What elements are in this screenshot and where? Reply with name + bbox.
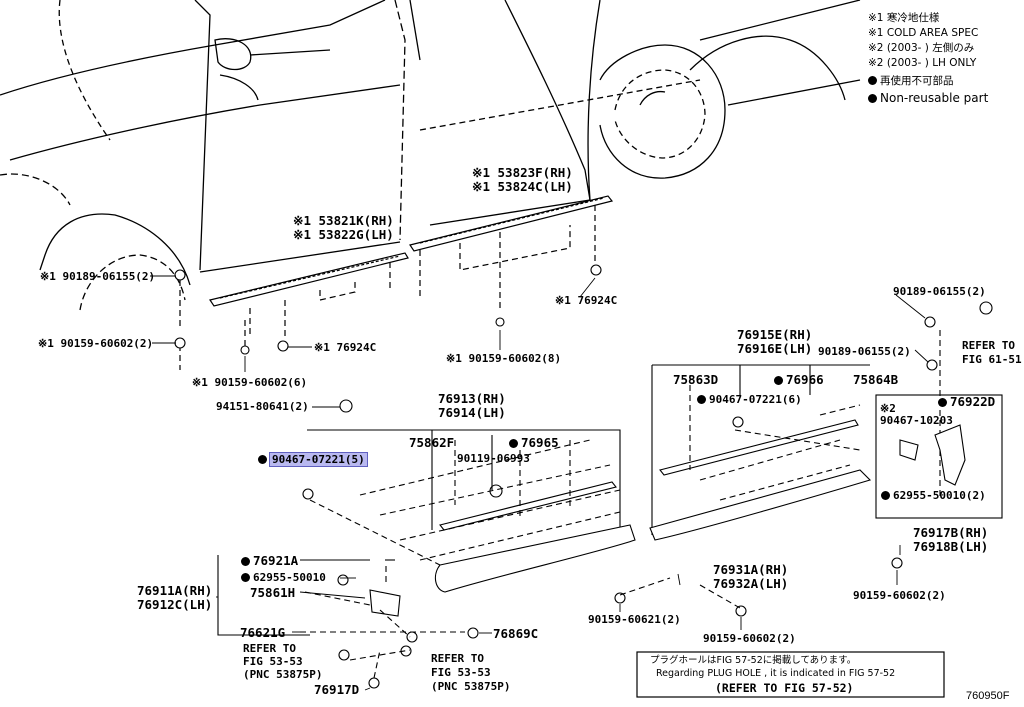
- part-75864b[interactable]: 75864B: [853, 372, 899, 387]
- part-62955-one-text: 62955-50010: [253, 571, 326, 584]
- upper-mouldings: [179, 195, 614, 370]
- nonreusable-dot-icon: [241, 557, 250, 566]
- plug-note-ref[interactable]: (REFER TO FIG 57-52): [715, 681, 854, 695]
- plug-note-jp: プラグホールはFIG 57-52に掲載してあります。: [650, 655, 857, 666]
- part-53823f[interactable]: ※1 53823F(RH): [472, 165, 573, 180]
- part-76966-text: 76966: [786, 372, 824, 387]
- part-90119[interactable]: 90119-06993: [457, 452, 530, 465]
- part-75863d[interactable]: 75863D: [673, 372, 719, 387]
- nonreusable-dot-icon: [258, 455, 267, 464]
- nonreusable-dot-icon: [509, 439, 518, 448]
- leader-lines: [150, 275, 929, 691]
- legend-nonreuse-en: Non-reusable part: [868, 92, 988, 105]
- nonreusable-dot-icon: [881, 491, 890, 500]
- bullet-icon: [868, 76, 877, 85]
- car-body-outline: [0, 0, 861, 311]
- part-76924c-a[interactable]: ※1 76924C: [314, 341, 377, 354]
- part-90159-left[interactable]: ※1 90159-60602(2): [38, 337, 154, 350]
- part-90467-5-text: 90467-07221(5): [269, 452, 368, 467]
- part-90159-right[interactable]: 90159-60602(2): [853, 589, 946, 602]
- figure-code: 760950F: [966, 690, 1010, 702]
- part-76922d-text: 76922D: [950, 394, 996, 409]
- part-76965-text: 76965: [521, 435, 559, 450]
- part-90467-6[interactable]: 90467-07221(6): [697, 393, 802, 406]
- part-76916e[interactable]: 76916E(LH): [737, 341, 813, 356]
- part-76917b[interactable]: 76917B(RH): [913, 525, 989, 540]
- legend-lh-jp: ※2 (2003- ) 左側のみ: [868, 42, 975, 54]
- part-76965[interactable]: 76965: [509, 436, 559, 449]
- part-76922d[interactable]: 76922D: [938, 395, 995, 408]
- part-90159-8[interactable]: ※1 90159-60602(8): [446, 352, 562, 365]
- legend-nonreuse-jp: 再使用不可部品: [868, 75, 954, 88]
- part-90159-60621[interactable]: 90159-60621(2): [588, 613, 681, 626]
- part-53822g[interactable]: ※1 53822G(LH): [293, 227, 394, 242]
- nonreusable-dot-icon: [697, 395, 706, 404]
- part-76921a[interactable]: 76921A: [241, 554, 298, 567]
- nonreusable-dot-icon: [241, 573, 250, 582]
- nonreusable-dot-icon: [938, 398, 947, 407]
- part-90467-5[interactable]: 90467-07221(5): [258, 452, 368, 467]
- part-76932a[interactable]: 76932A(LH): [713, 576, 789, 591]
- note-star2: ※2: [880, 402, 896, 415]
- refer-53-53-b2[interactable]: FIG 53-53: [431, 666, 491, 679]
- legend-cold-jp: ※1 寒冷地仕様: [868, 12, 940, 24]
- refer-61-51-b[interactable]: FIG 61-51: [962, 353, 1022, 366]
- part-76931a[interactable]: 76931A(RH): [713, 562, 789, 577]
- plug-note-frame: [636, 651, 945, 698]
- legend-nonreuse-jp-text: 再使用不可部品: [880, 75, 954, 87]
- part-90189-mid[interactable]: 90189-06155(2): [818, 345, 911, 358]
- part-75861h[interactable]: 75861H: [250, 585, 296, 600]
- part-90189-left[interactable]: ※1 90189-06155(2): [40, 270, 156, 283]
- part-75862f[interactable]: 75862F: [409, 435, 455, 450]
- part-76914[interactable]: 76914(LH): [438, 405, 506, 420]
- part-90159-6[interactable]: ※1 90159-60602(6): [192, 376, 308, 389]
- refer-53-53-b1[interactable]: REFER TO: [431, 652, 484, 665]
- part-76911a[interactable]: 76911A(RH): [137, 583, 213, 598]
- part-76913[interactable]: 76913(RH): [438, 391, 506, 406]
- lower-left-bracket: [217, 555, 465, 679]
- part-90189-right[interactable]: 90189-06155(2): [893, 285, 986, 298]
- rocker-assembly: [307, 429, 636, 593]
- part-76921a-text: 76921A: [253, 553, 299, 568]
- plug-note-en: Regarding PLUG HOLE , it is indicated in…: [656, 668, 896, 679]
- rear-rocker-assembly: [619, 330, 1003, 609]
- part-53821k[interactable]: ※1 53821K(RH): [293, 213, 394, 228]
- part-62955-2-text: 62955-50010(2): [893, 489, 986, 502]
- part-62955-2[interactable]: 62955-50010(2): [881, 489, 986, 502]
- part-62955-one[interactable]: 62955-50010: [241, 571, 326, 584]
- part-76924c-b[interactable]: ※1 76924C: [555, 294, 618, 307]
- refer-53-53-a2[interactable]: FIG 53-53: [243, 655, 303, 668]
- refer-53-53-b3[interactable]: (PNC 53875P): [431, 680, 511, 693]
- nonreusable-dot-icon: [774, 376, 783, 385]
- legend-nonreuse-en-text: Non-reusable part: [880, 91, 989, 105]
- part-76918b[interactable]: 76918B(LH): [913, 539, 989, 554]
- part-76915e[interactable]: 76915E(RH): [737, 327, 813, 342]
- part-76621g[interactable]: 76621G: [240, 625, 286, 640]
- legend-cold-en: ※1 COLD AREA SPEC: [868, 27, 979, 39]
- part-94151[interactable]: 94151-80641(2): [216, 400, 309, 413]
- part-90467-10203[interactable]: 90467-10203: [880, 414, 953, 427]
- bullet-icon: [868, 94, 877, 103]
- legend-lh-en: ※2 (2003- ) LH ONLY: [868, 57, 977, 69]
- refer-53-53-a1[interactable]: REFER TO: [243, 642, 296, 655]
- part-76912c[interactable]: 76912C(LH): [137, 597, 213, 612]
- refer-61-51-a[interactable]: REFER TO: [962, 339, 1015, 352]
- part-90467-6-text: 90467-07221(6): [709, 393, 802, 406]
- refer-53-53-a3[interactable]: (PNC 53875P): [243, 668, 323, 681]
- part-90159-bottom[interactable]: 90159-60602(2): [703, 632, 796, 645]
- part-53824c[interactable]: ※1 53824C(LH): [472, 179, 573, 194]
- part-76966[interactable]: 76966: [774, 373, 824, 386]
- part-76869c[interactable]: 76869C: [493, 626, 539, 641]
- part-76917d[interactable]: 76917D: [314, 682, 360, 697]
- fasteners: [174, 264, 993, 689]
